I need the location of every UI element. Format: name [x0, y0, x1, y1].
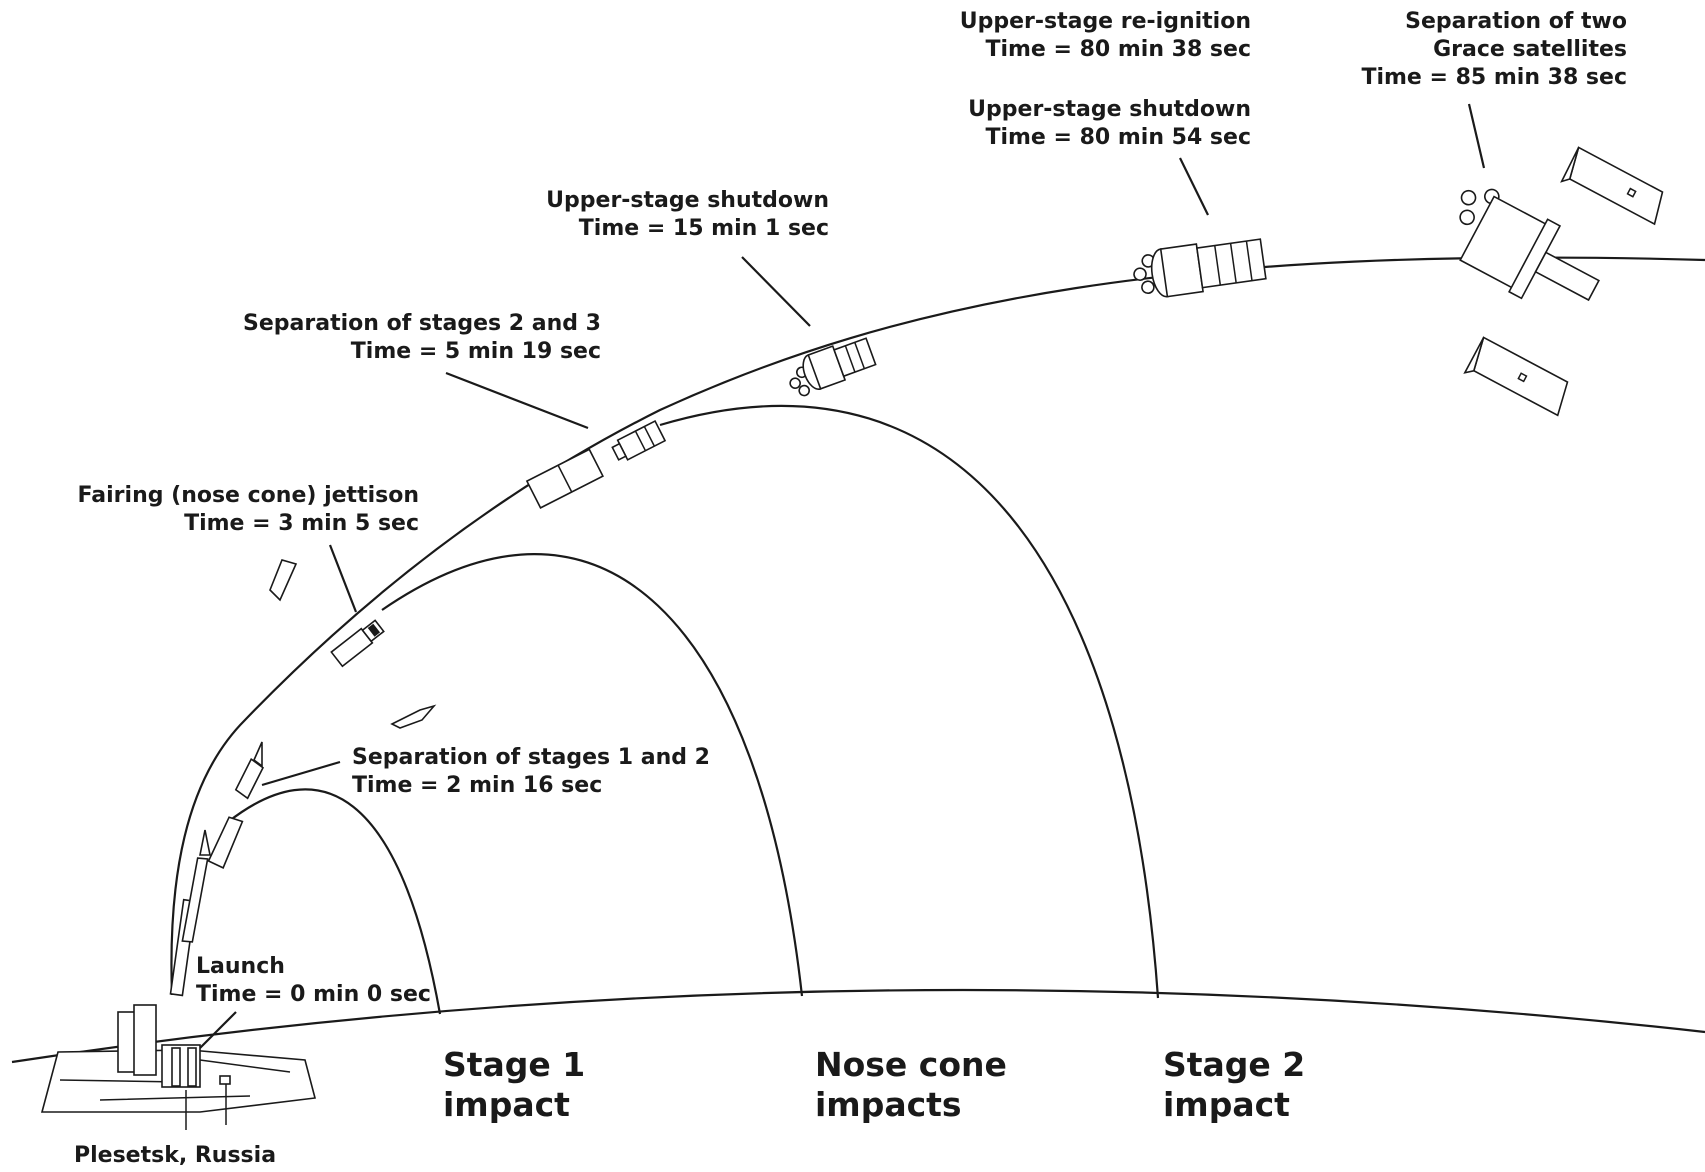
- stage2-separated-body: [525, 448, 604, 509]
- launch-time: Time = 0 min 0 sec: [196, 982, 431, 1007]
- falling-nosecone-piece-2: [390, 704, 437, 729]
- fairing-label: Fairing (nose cone) jettison Time = 3 mi…: [78, 482, 419, 538]
- rocket-ascending: [169, 829, 211, 997]
- satellite-separation-assembly: [1459, 146, 1664, 417]
- sep12-title: Separation of stages 1 and 2: [352, 745, 710, 770]
- sep12-label: Separation of stages 1 and 2 Time = 2 mi…: [352, 744, 710, 800]
- stage2-impact-label: Stage 2 impact: [1163, 1045, 1305, 1125]
- sep23-leader-line: [445, 371, 589, 430]
- shutdown1-label: Upper-stage shutdown Time = 15 min 1 sec: [546, 187, 829, 243]
- fairing-jettison-vehicle: [330, 619, 385, 668]
- stage1-fall-arc: [227, 788, 442, 1015]
- stage1-impact-line2: impact: [443, 1085, 570, 1124]
- nosecone-fall-arc: [381, 553, 804, 997]
- nosecone-impact-line1: Nose cone: [815, 1045, 1007, 1084]
- nosecone-impact-label: Nose cone impacts: [815, 1045, 1007, 1125]
- stage1-separated-rocket: [207, 816, 244, 869]
- satsep-label: Separation of two Grace satellites Time …: [1361, 8, 1627, 92]
- shutdown2-leader-line: [1179, 157, 1209, 216]
- launch-leader-line: [199, 1011, 237, 1049]
- sep23-label: Separation of stages 2 and 3 Time = 5 mi…: [243, 310, 601, 366]
- grace-satellite-1: [1560, 146, 1664, 226]
- shutdown1-title: Upper-stage shutdown: [546, 188, 829, 213]
- launch-label: Launch Time = 0 min 0 sec: [196, 953, 431, 1009]
- shutdown1-time: Time = 15 min 1 sec: [578, 216, 829, 241]
- stage1-impact-label: Stage 1 impact: [443, 1045, 585, 1125]
- upper-stage-small: [611, 420, 667, 461]
- stage2-impact-line2: impact: [1163, 1085, 1290, 1124]
- satsep-title-line1: Separation of two: [1405, 9, 1627, 34]
- earth-surface: [11, 988, 1705, 1064]
- satsep-time: Time = 85 min 38 sec: [1361, 65, 1627, 90]
- fairing-time: Time = 3 min 5 sec: [184, 511, 419, 536]
- upper-stage-shutdown2: [1133, 238, 1267, 298]
- nosecone-impact-line2: impacts: [815, 1085, 962, 1124]
- sep12-leader-line: [261, 760, 341, 787]
- launch-site-illustration: [40, 1004, 317, 1130]
- stage2-on-trajectory: [234, 741, 265, 800]
- sep23-title: Separation of stages 2 and 3: [243, 311, 601, 336]
- fairing-leader-line: [328, 544, 358, 613]
- upper-stage-shutdown1: [789, 337, 877, 397]
- fairing-title: Fairing (nose cone) jettison: [77, 483, 419, 508]
- stage1-impact-line1: Stage 1: [443, 1045, 586, 1084]
- stage2-impact-line1: Stage 2: [1163, 1045, 1306, 1084]
- shutdown2-time: Time = 80 min 54 sec: [985, 125, 1251, 150]
- stage2-fall-arc: [659, 405, 1160, 999]
- falling-nosecone-piece-1: [269, 559, 298, 602]
- shutdown1-leader-line: [741, 256, 811, 327]
- reignition-title: Upper-stage re-ignition: [959, 9, 1251, 34]
- sep23-time: Time = 5 min 19 sec: [350, 339, 601, 364]
- launch-site-label: Plesetsk, Russia: [74, 1143, 277, 1168]
- reignition-label: Upper-stage re-ignition Time = 80 min 38…: [960, 8, 1251, 64]
- reignition-time: Time = 80 min 38 sec: [985, 37, 1251, 62]
- shutdown2-label: Upper-stage shutdown Time = 80 min 54 se…: [968, 96, 1251, 152]
- grace-satellite-2: [1463, 336, 1569, 417]
- shutdown2-title: Upper-stage shutdown: [968, 97, 1251, 122]
- satsep-title-line2: Grace satellites: [1433, 37, 1627, 62]
- satsep-leader-line: [1467, 103, 1486, 169]
- launch-title: Launch: [196, 954, 285, 979]
- sep12-time: Time = 2 min 16 sec: [352, 773, 603, 798]
